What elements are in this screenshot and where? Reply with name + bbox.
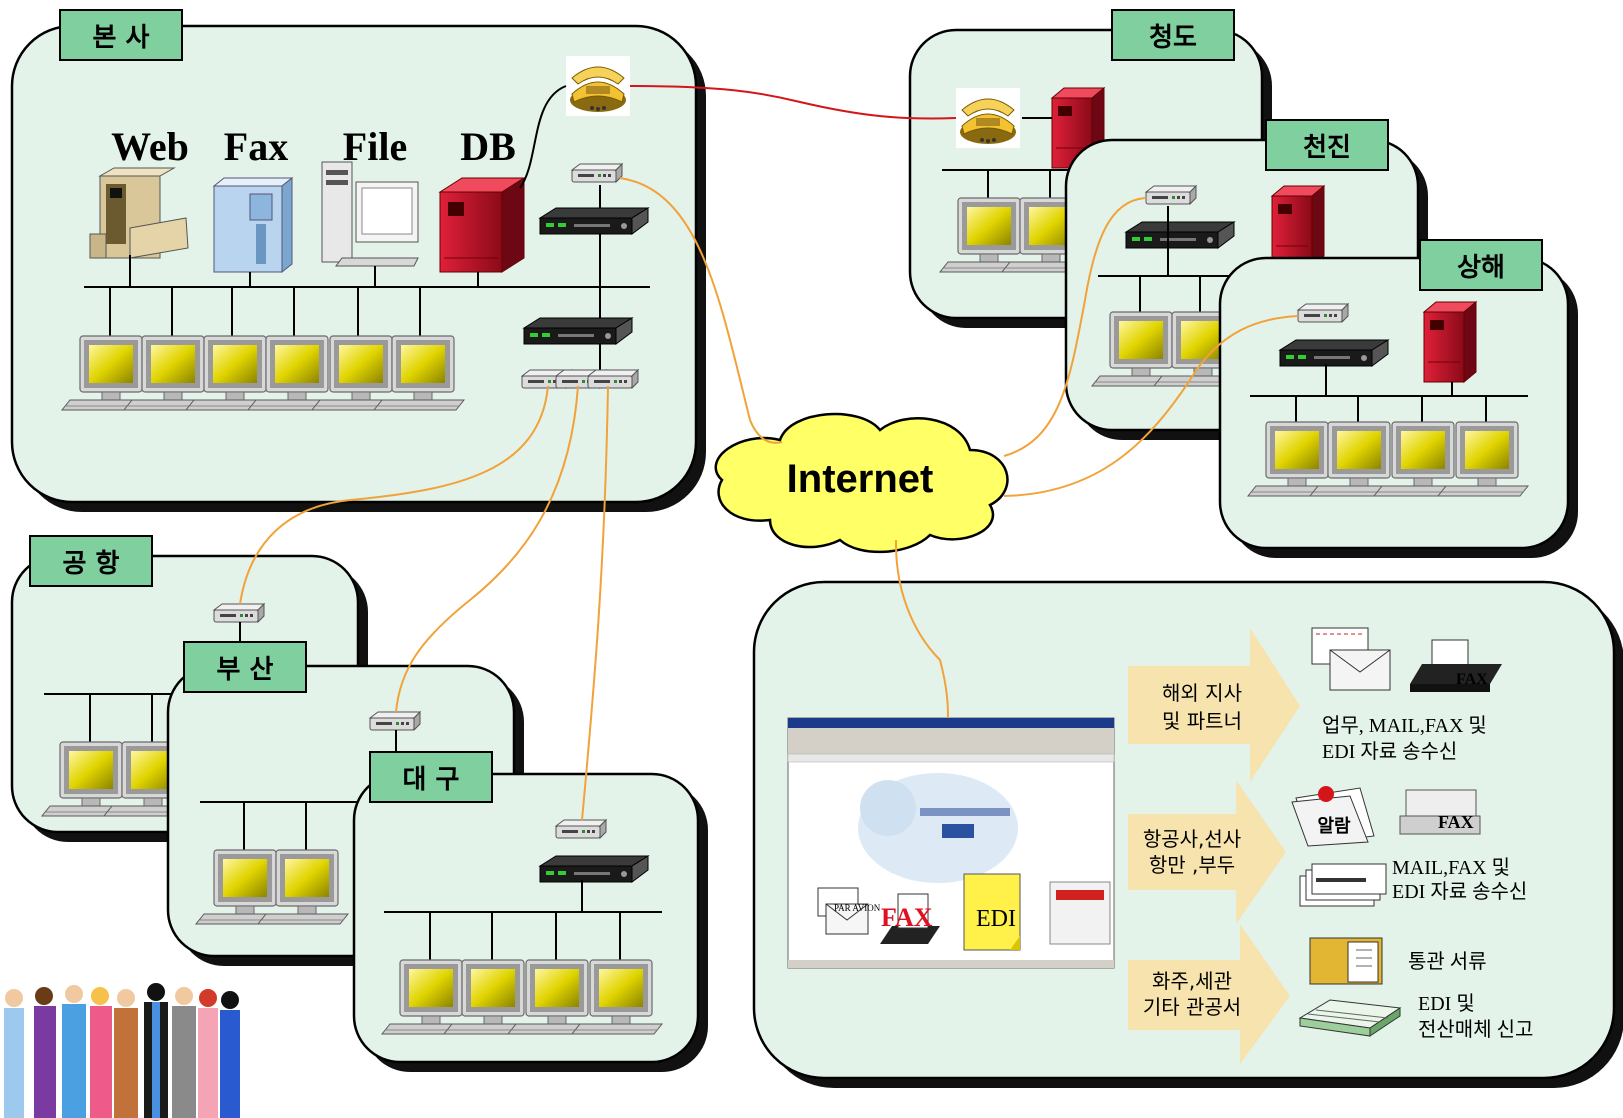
office-tab-hq: 본 사 bbox=[93, 23, 150, 53]
web-server-label: Web bbox=[111, 124, 189, 169]
browser-window-icon: PAR AVION FAX EDI bbox=[787, 717, 1115, 969]
alarm-label: 알람 bbox=[1317, 816, 1351, 837]
flow-overseas-line2: 및 파트너 bbox=[1162, 709, 1242, 733]
modem-icon bbox=[369, 711, 421, 731]
db-server-label: DB bbox=[460, 124, 516, 169]
flow-arrow-overseas: 해외 지사 및 파트너 bbox=[1128, 628, 1300, 782]
fax-machine-icon: FAX bbox=[880, 893, 940, 944]
flow-shippers-desc-line1: EDI 및 bbox=[1418, 992, 1475, 1015]
modem-icon bbox=[213, 603, 265, 623]
customs-docs-label: 통관 서류 bbox=[1408, 950, 1487, 973]
flow-overseas-desc-line2: EDI 자료 송수신 bbox=[1322, 740, 1457, 763]
envelope-icon: PAR AVION bbox=[817, 887, 881, 935]
edi-document-icon: EDI bbox=[963, 873, 1021, 951]
fax-icon-label-1: FAX bbox=[1456, 671, 1488, 688]
file-server-icon bbox=[321, 161, 419, 267]
shanghai-office-panel: 상해 bbox=[1218, 239, 1578, 558]
office-tab-qingdao: 청도 bbox=[1149, 23, 1197, 53]
flow-shippers-line1: 화주,세관 bbox=[1152, 969, 1232, 993]
db-server-icon bbox=[1423, 301, 1477, 383]
db-server-icon bbox=[438, 177, 526, 273]
browser-fax-label: FAX bbox=[881, 903, 933, 932]
data-tape-icon bbox=[1298, 999, 1402, 1037]
office-tab-busan: 부 산 bbox=[217, 655, 274, 685]
people-group-icon bbox=[4, 983, 240, 1118]
office-tab-daegu: 대 구 bbox=[403, 765, 460, 795]
alarm-note-icon: 알람 bbox=[1291, 786, 1375, 847]
flow-carriers-desc-line2: EDI 자료 송수신 bbox=[1392, 880, 1527, 903]
fax-icon-label-2: FAX bbox=[1438, 812, 1474, 832]
flow-arrow-carriers: 항공사,선사 항만 ,부두 bbox=[1128, 780, 1286, 924]
fax-server-label: Fax bbox=[224, 124, 288, 169]
flow-shippers-desc-line2: 전산매체 신고 bbox=[1418, 1018, 1533, 1041]
envelope-stack-icon bbox=[1299, 863, 1387, 907]
envelope-label: PAR AVION bbox=[834, 903, 881, 913]
db-server-icon bbox=[1271, 185, 1325, 267]
flow-overseas-desc-line1: 업무, MAIL,FAX 및 bbox=[1322, 714, 1487, 737]
internet-label: Internet bbox=[787, 457, 934, 501]
file-server-label: File bbox=[343, 124, 407, 169]
flow-arrow-shippers: 화주,세관 기타 관공서 bbox=[1128, 924, 1290, 1064]
envelope-icon bbox=[1311, 627, 1391, 691]
web-server-icon bbox=[89, 167, 189, 259]
browser-edi-label: EDI bbox=[976, 906, 1016, 932]
flow-overseas-line1: 해외 지사 bbox=[1162, 681, 1242, 705]
office-tab-tianjin: 천진 bbox=[1303, 133, 1351, 163]
telephone-icon bbox=[565, 55, 631, 117]
office-tab-shanghai: 상해 bbox=[1457, 253, 1505, 283]
fax-machine-icon: FAX bbox=[1410, 639, 1502, 692]
flow-carriers-line1: 항공사,선사 bbox=[1143, 827, 1241, 851]
fax-machine-icon: FAX bbox=[1399, 789, 1481, 835]
flow-carriers-desc-line1: MAIL,FAX 및 bbox=[1392, 856, 1510, 879]
telephone-icon bbox=[955, 87, 1021, 149]
folder-icon bbox=[1309, 937, 1383, 985]
flow-carriers-line2: 항만 ,부두 bbox=[1149, 853, 1235, 877]
fax-server-icon bbox=[212, 176, 294, 274]
flow-shippers-line2: 기타 관공서 bbox=[1143, 995, 1241, 1019]
internet-cloud: Internet bbox=[714, 412, 1009, 554]
office-tab-airport: 공 항 bbox=[63, 549, 120, 579]
